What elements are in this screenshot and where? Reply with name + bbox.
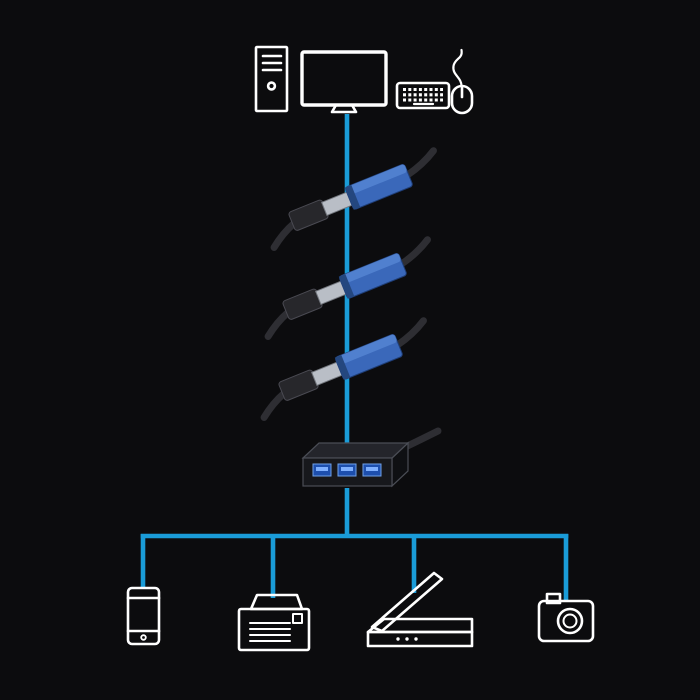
hub-top-face xyxy=(301,442,410,459)
camera-icon xyxy=(537,592,595,643)
monitor-icon xyxy=(300,50,388,114)
printer-icon xyxy=(237,593,311,652)
mouse-icon xyxy=(450,48,474,115)
usb-extension-cable-1 xyxy=(263,151,445,248)
usb-hub-icon xyxy=(301,427,442,488)
hub-usb-port-1 xyxy=(312,463,332,477)
hub-usb-port-3 xyxy=(362,463,382,477)
computer-group xyxy=(254,45,474,115)
scanner-icon xyxy=(366,571,474,648)
computer-tower-icon xyxy=(254,45,289,113)
usb-extension-cable-3 xyxy=(253,321,435,418)
smartphone-icon xyxy=(126,586,161,646)
keyboard-icon xyxy=(395,81,451,110)
hub-usb-port-2 xyxy=(337,463,357,477)
